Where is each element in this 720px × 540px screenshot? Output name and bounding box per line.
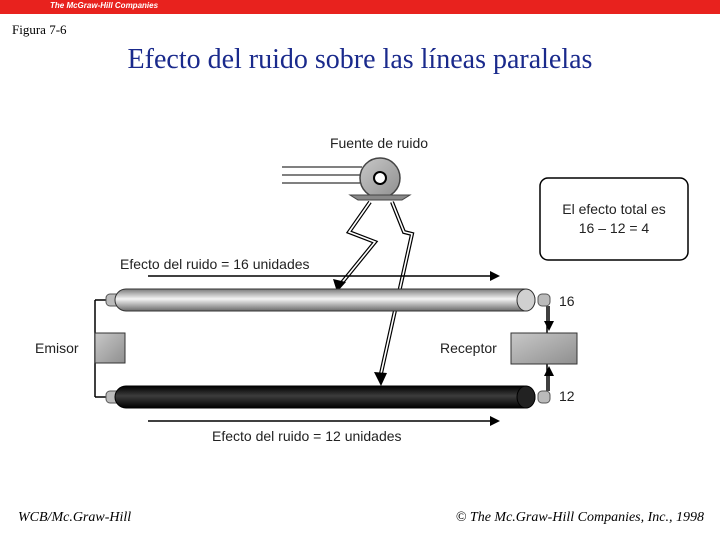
footer-copyright: © The Mc.Graw-Hill Companies, Inc., 1998 [456,510,704,526]
lightning-bolt-top [338,200,379,287]
footer-copyright-text: The Mc.Graw-Hill Companies, Inc., 1998 [469,510,704,525]
total-effect-box: El efecto total es 16 – 12 = 4 [539,177,689,261]
noise-source-label: Fuente de ruido [330,135,428,151]
cable-bottom [105,385,551,409]
copyright-icon: © [455,510,467,525]
total-effect-line1: El efecto total es [562,201,666,217]
total-effect-line2: 16 – 12 = 4 [579,220,650,236]
sender-label: Emisor [35,340,79,356]
noise-source: Fuente de ruido [282,135,428,201]
slide-title: Efecto del ruido sobre las líneas parale… [127,44,593,75]
noise-top-label: Efecto del ruido = 16 unidades [120,256,310,272]
sender: Emisor [35,332,126,364]
noise-bottom-label: Efecto del ruido = 12 unidades [212,428,402,444]
cable-top [105,288,551,312]
figure-label: Figura 7-6 [12,22,67,37]
receiver: Receptor [440,332,578,365]
value-bottom: 12 [559,388,575,404]
value-top: 16 [559,293,575,309]
receiver-label: Receptor [440,340,497,356]
brand-logo: The McGraw-Hill Companies [50,1,159,10]
header-bar: The McGraw-Hill Companies [0,0,720,14]
footer-publisher: WCB/Mc.Graw-Hill [18,510,132,525]
